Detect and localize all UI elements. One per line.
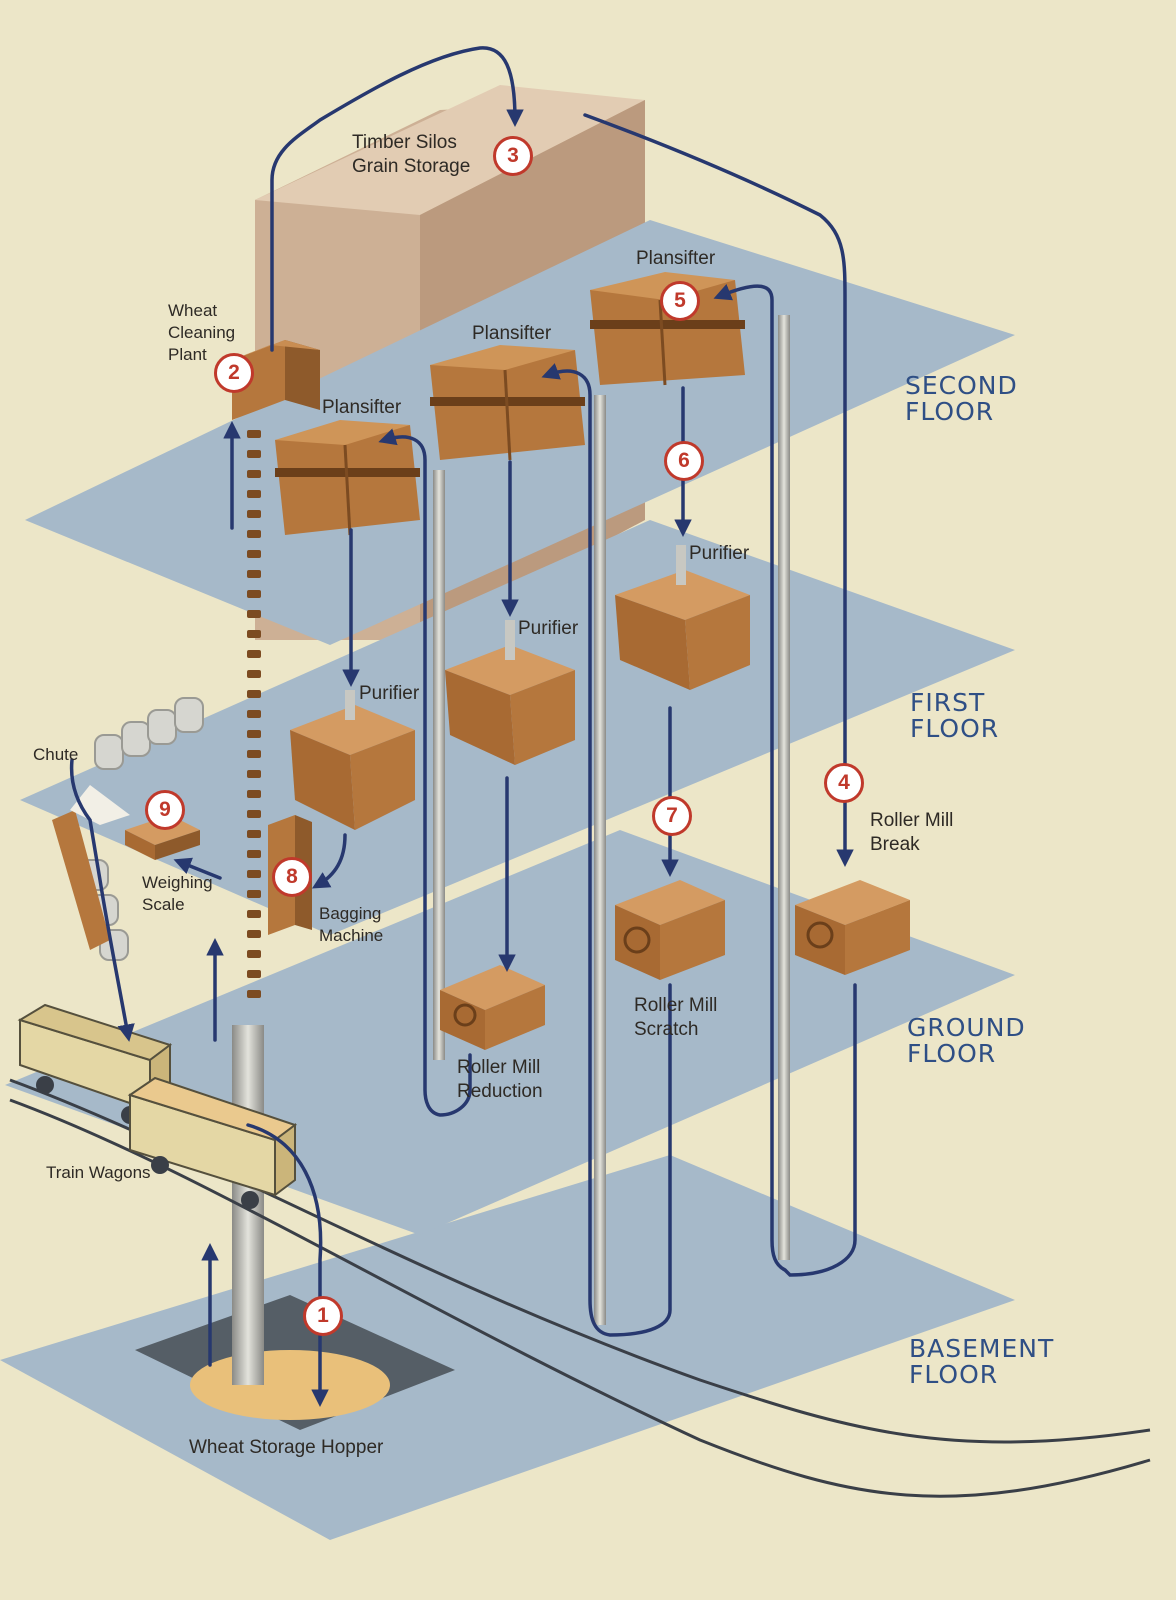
train-wagons-label: Train Wagons xyxy=(46,1163,151,1182)
elevator-bucket xyxy=(247,510,261,518)
roller-mill-scratch-label: Roller Mill Scratch xyxy=(634,995,718,1040)
plansifter-left-label: Plansifter xyxy=(322,397,402,418)
elevator-bucket xyxy=(247,970,261,978)
step-8-badge: 8 xyxy=(272,857,312,897)
elevator-bucket xyxy=(247,730,261,738)
elevator-bucket xyxy=(247,450,261,458)
elevator-bucket xyxy=(247,590,261,598)
roller-mill-reduction-label: Roller Mill Reduction xyxy=(457,1057,543,1102)
step-6-badge: 6 xyxy=(664,441,704,481)
roller-mill-break-machine xyxy=(795,880,910,975)
elevator-bucket xyxy=(247,530,261,538)
step-4-badge: 4 xyxy=(824,763,864,803)
flow-arrows xyxy=(69,46,857,1407)
purifier-middle-machine xyxy=(445,620,575,765)
chute xyxy=(52,810,110,950)
elevator-bucket xyxy=(247,430,261,438)
purifier-left-label: Purifier xyxy=(359,683,420,704)
purifier-right-machine xyxy=(615,545,750,690)
elevator-bucket xyxy=(247,610,261,618)
elevator-bucket xyxy=(247,490,261,498)
ground-floor-label: GROUND FLOOR xyxy=(907,1013,1026,1068)
weighing-scale xyxy=(125,815,200,860)
elevator-bucket xyxy=(247,690,261,698)
purifier-right-label: Purifier xyxy=(689,543,750,564)
plansifter-left-machine xyxy=(275,420,420,536)
train-wagons xyxy=(17,1003,298,1209)
elevator-bucket xyxy=(247,670,261,678)
step-1-badge: 1 xyxy=(303,1296,343,1336)
elevator-bucket xyxy=(247,990,261,998)
bagging-machine-label: Bagging Machine xyxy=(319,904,384,945)
elevator-bucket xyxy=(247,870,261,878)
plansifter-right-label: Plansifter xyxy=(636,248,716,269)
timber-silos-label: Timber Silos Grain Storage xyxy=(352,132,471,177)
elevator-bucket xyxy=(247,550,261,558)
step-2-badge: 2 xyxy=(214,353,254,393)
elevator-bucket xyxy=(247,810,261,818)
roller-mill-scratch-machine xyxy=(615,880,725,980)
chute-label: Chute xyxy=(33,745,79,764)
first-floor-label: FIRST FLOOR xyxy=(910,688,1000,743)
second-floor-label: SECOND FLOOR xyxy=(905,371,1018,426)
plansifter-middle-label: Plansifter xyxy=(472,323,552,344)
elevator-bucket xyxy=(247,910,261,918)
bucket-elevator xyxy=(247,430,261,998)
elevator-bucket xyxy=(247,930,261,938)
roller-mill-break-label: Roller Mill Break xyxy=(870,810,954,855)
elevator-bucket xyxy=(247,850,261,858)
elevator-bucket xyxy=(247,650,261,658)
step-5-badge: 5 xyxy=(660,281,700,321)
step-3-badge: 3 xyxy=(493,136,533,176)
step-7-badge: 7 xyxy=(652,796,692,836)
plansifter-middle-machine xyxy=(430,345,585,461)
wheat-storage-hopper-label: Wheat Storage Hopper xyxy=(189,1437,384,1458)
elevator-bucket xyxy=(247,470,261,478)
wheat-cleaning-plant-label: Wheat Cleaning Plant xyxy=(168,301,236,364)
weighing-scale-label: Weighing Scale xyxy=(142,873,213,914)
elevator-bucket xyxy=(247,890,261,898)
elevator-bucket xyxy=(247,790,261,798)
purifier-left-machine xyxy=(290,690,415,830)
elevator-bucket xyxy=(247,710,261,718)
basement-floor-plane xyxy=(0,1155,1015,1540)
elevator-bucket xyxy=(247,570,261,578)
basement-floor-label: BASEMENT FLOOR xyxy=(909,1334,1055,1389)
elevator-bucket xyxy=(247,950,261,958)
elevator-bucket xyxy=(247,750,261,758)
elevator-bucket xyxy=(247,770,261,778)
roller-mill-reduction-machine xyxy=(440,965,545,1050)
elevator-bucket xyxy=(247,830,261,838)
purifier-middle-label: Purifier xyxy=(518,618,579,639)
step-9-badge: 9 xyxy=(145,790,185,830)
plansifter-right-machine xyxy=(590,272,745,386)
elevator-bucket xyxy=(247,630,261,638)
